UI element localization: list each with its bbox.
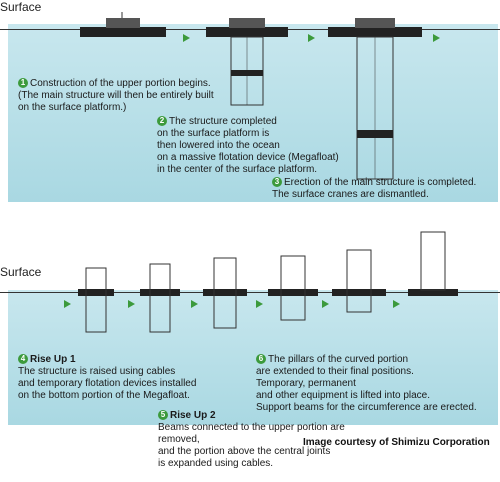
stage-1-platform [80,27,166,37]
bottom-stage-d [268,255,318,321]
surface-label-top: Surface [0,0,42,14]
step-5-badge: 5 [158,410,168,420]
step-6-badge: 6 [256,354,266,364]
bottom-stage-c [203,257,247,329]
stage-3-platform [328,27,422,37]
step-4-title: Rise Up 1 [30,354,76,365]
bottom-stage-e [332,249,386,313]
surface-line-bottom [0,292,500,293]
stage-2-structure [206,18,288,106]
arrow-b4 [256,300,263,308]
step-4-badge: 4 [18,354,28,364]
arrow-b6 [393,300,400,308]
arrow-b3 [191,300,198,308]
bottom-stage-b [140,263,180,333]
bottom-stage-f [408,231,458,296]
water-panel-bottom [8,290,498,425]
step-5-title: Rise Up 2 [170,410,216,421]
step-2-text: The structure completed on the surface p… [157,116,339,175]
bottom-stage-a [78,267,114,333]
step-6-text: The pillars of the curved portion are ex… [256,354,477,413]
surface-label-bottom: Surface [0,265,42,279]
water-panel-top [8,24,498,202]
stage-3-structure [328,18,422,180]
arrow-b1 [64,300,71,308]
stage-1-upper [106,18,140,28]
step-3-text: Erection of the main structure is comple… [272,177,477,200]
arrow-b2 [128,300,135,308]
arrow-2-3 [308,34,315,42]
arrow-b5 [322,300,329,308]
step-1-text: Construction of the upper portion begins… [18,78,214,113]
step-3-badge: 3 [272,177,282,187]
step-4-text: The structure is raised using cables and… [18,366,197,401]
arrow-1-2 [183,34,190,42]
step-2-badge: 2 [157,116,167,126]
image-credit: Image courtesy of Shimizu Corporation [303,437,490,448]
arrow-3-next [433,34,440,42]
stage-1-structure [80,12,166,37]
construction-diagram [64,12,458,333]
step-1-badge: 1 [18,78,28,88]
stage-2-platform [206,27,288,37]
